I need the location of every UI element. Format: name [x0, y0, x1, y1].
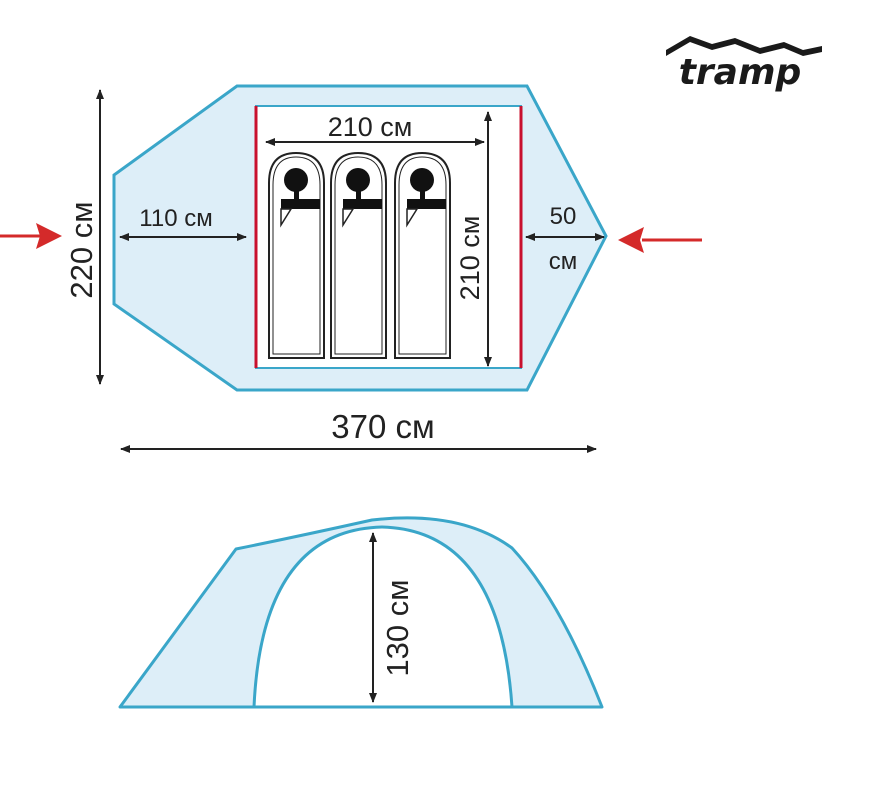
entrance-arrow-icon	[618, 227, 702, 253]
label-inner-length: 210 см	[328, 112, 413, 142]
top-view: 210 см 210 см 110 см 50 см 220 см 370 см	[0, 84, 702, 453]
brand-logo: tramp	[666, 36, 822, 93]
sleeping-bag-icon	[330, 151, 387, 359]
label-vestibule-back-value: 50	[550, 203, 577, 230]
entrance-arrow-icon	[0, 223, 62, 249]
tent-door-arch	[252, 525, 514, 709]
sleeping-bag-icon	[394, 151, 451, 359]
mountain-logo-icon	[666, 36, 822, 56]
logo-text: tramp	[679, 52, 802, 93]
label-vestibule-back-unit: см	[549, 248, 578, 275]
label-height: 130 см	[380, 579, 415, 676]
side-view: 130 см	[118, 516, 604, 709]
label-total-width: 220 см	[64, 201, 99, 298]
label-total-length: 370 см	[331, 408, 434, 445]
label-inner-width: 210 см	[455, 216, 485, 301]
label-vestibule-front: 110 см	[139, 205, 212, 232]
sleeping-bag-icon	[268, 151, 325, 359]
